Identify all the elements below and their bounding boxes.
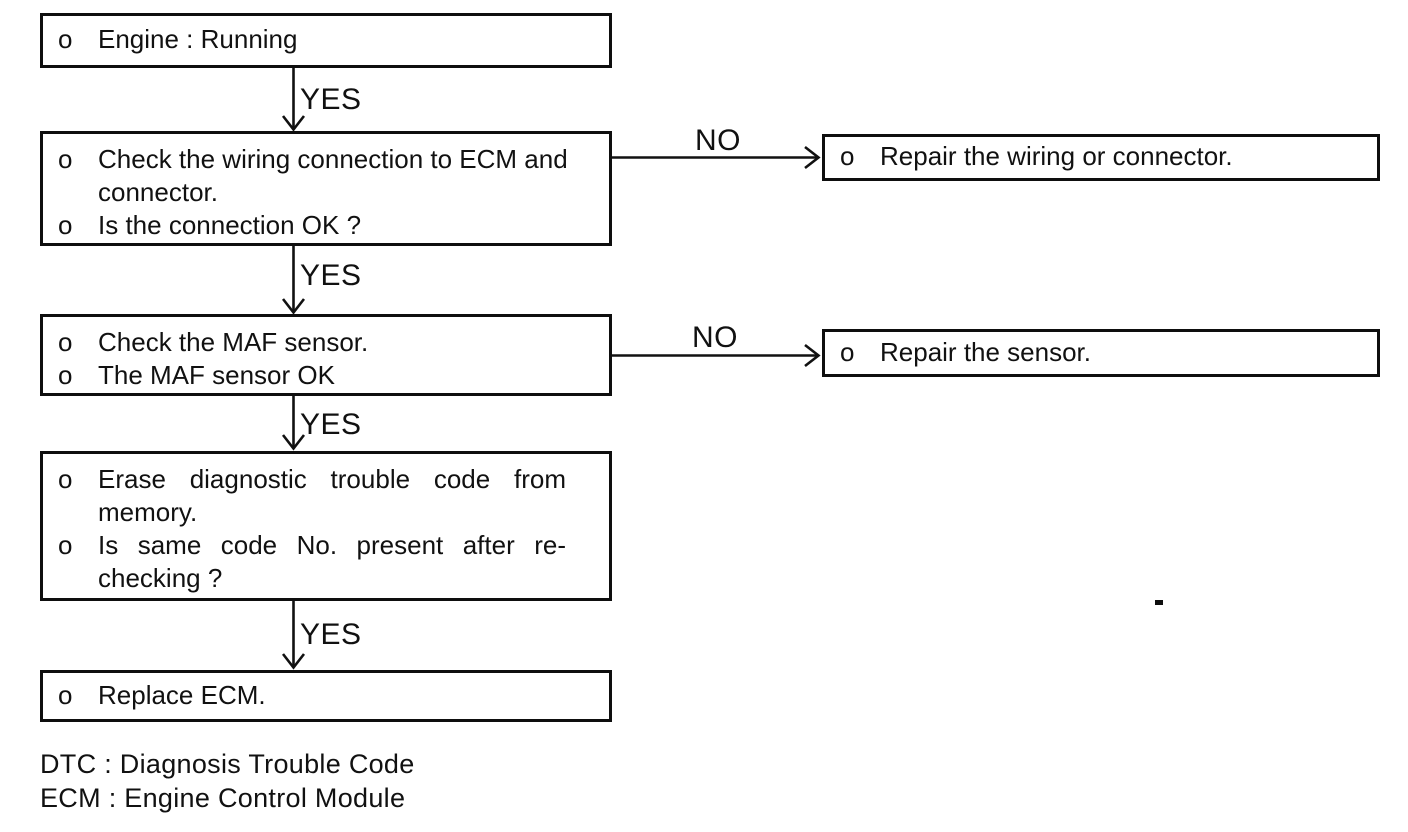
flow-box-content: o Replace ECM.	[43, 679, 609, 714]
flow-box-check-maf-sensor: o Check the MAF sensor. o The MAF sensor…	[40, 314, 612, 396]
yes-label-2: YES	[300, 259, 362, 292]
flow-box-repair-sensor: o Repair the sensor.	[822, 329, 1380, 377]
no-label-1: NO	[695, 124, 741, 157]
yes-label-1: YES	[300, 83, 362, 116]
item-text: Repair the sensor.	[880, 336, 1092, 367]
flow-item: o The MAF sensor OK	[58, 359, 603, 392]
no-label-2: NO	[692, 321, 738, 354]
item-bullet: o	[58, 327, 73, 357]
flow-box-repair-wiring: o Repair the wiring or connector.	[822, 134, 1380, 181]
flow-box-content: o Repair the sensor.	[825, 336, 1377, 371]
item-bullet: o	[840, 141, 855, 171]
item-text: Is the connection OK ?	[98, 210, 362, 240]
yes-label-4: YES	[300, 618, 362, 651]
flow-box-content: o Repair the wiring or connector.	[825, 140, 1377, 175]
yes-arrowhead-1	[281, 115, 306, 132]
item-bullet: o	[58, 530, 73, 560]
yes-arrowhead-4	[281, 653, 306, 670]
flow-item: o Is same code No. present after re-chec…	[58, 529, 603, 595]
yes-arrowhead-2	[281, 298, 306, 315]
no-arrowhead-2	[804, 343, 821, 368]
flow-box-content: o Check the MAF sensor. o The MAF sensor…	[43, 317, 609, 398]
flow-item: o Engine : Running	[58, 23, 603, 56]
flow-item: o Replace ECM.	[58, 679, 603, 712]
footnotes: DTC : Diagnosis Trouble Code ECM : Engin…	[40, 747, 415, 815]
flow-item: o Is the connection OK ?	[58, 209, 603, 242]
item-text: Repair the wiring or connector.	[880, 141, 1233, 171]
yes-label-3: YES	[300, 408, 362, 441]
no-arrowhead-1	[804, 145, 821, 170]
flow-box-content: o Check the wiring connection to ECM and…	[43, 134, 609, 248]
flow-box-replace-ecm: o Replace ECM.	[40, 670, 612, 722]
footnote-dtc: DTC : Diagnosis Trouble Code	[40, 749, 415, 779]
flow-item: o Erase diagnostic trouble code from mem…	[58, 463, 603, 529]
item-bullet: o	[58, 210, 73, 240]
item-bullet: o	[58, 360, 73, 390]
footnote-ecm: ECM : Engine Control Module	[40, 783, 406, 813]
flow-item: o Check the MAF sensor.	[58, 326, 603, 359]
item-bullet: o	[58, 144, 73, 174]
flow-box-check-wiring: o Check the wiring connection to ECM and…	[40, 131, 612, 246]
item-bullet: o	[58, 464, 73, 494]
item-bullet: o	[840, 336, 855, 367]
item-bullet: o	[58, 24, 73, 54]
item-text: Is same code No. present after re-checki…	[98, 530, 566, 593]
item-text: Replace ECM.	[98, 679, 266, 710]
flow-box-content: o Erase diagnostic trouble code from mem…	[43, 454, 609, 601]
item-bullet: o	[58, 679, 73, 710]
item-text: Engine : Running	[98, 24, 298, 54]
flow-item: o Check the wiring connection to ECM and…	[58, 143, 603, 209]
item-text: Erase diagnostic trouble code from memor…	[98, 464, 566, 527]
flow-box-erase-dtc: o Erase diagnostic trouble code from mem…	[40, 451, 612, 601]
flow-box-engine-running: o Engine : Running	[40, 13, 612, 68]
flow-item: o Repair the wiring or connector.	[840, 140, 1371, 173]
item-text: The MAF sensor OK	[98, 360, 335, 390]
flow-box-content: o Engine : Running	[43, 23, 609, 58]
item-text: Check the MAF sensor.	[98, 327, 369, 357]
item-text: Check the wiring connection to ECM and c…	[98, 144, 568, 207]
flow-item: o Repair the sensor.	[840, 336, 1371, 369]
scan-speck	[1155, 600, 1163, 605]
